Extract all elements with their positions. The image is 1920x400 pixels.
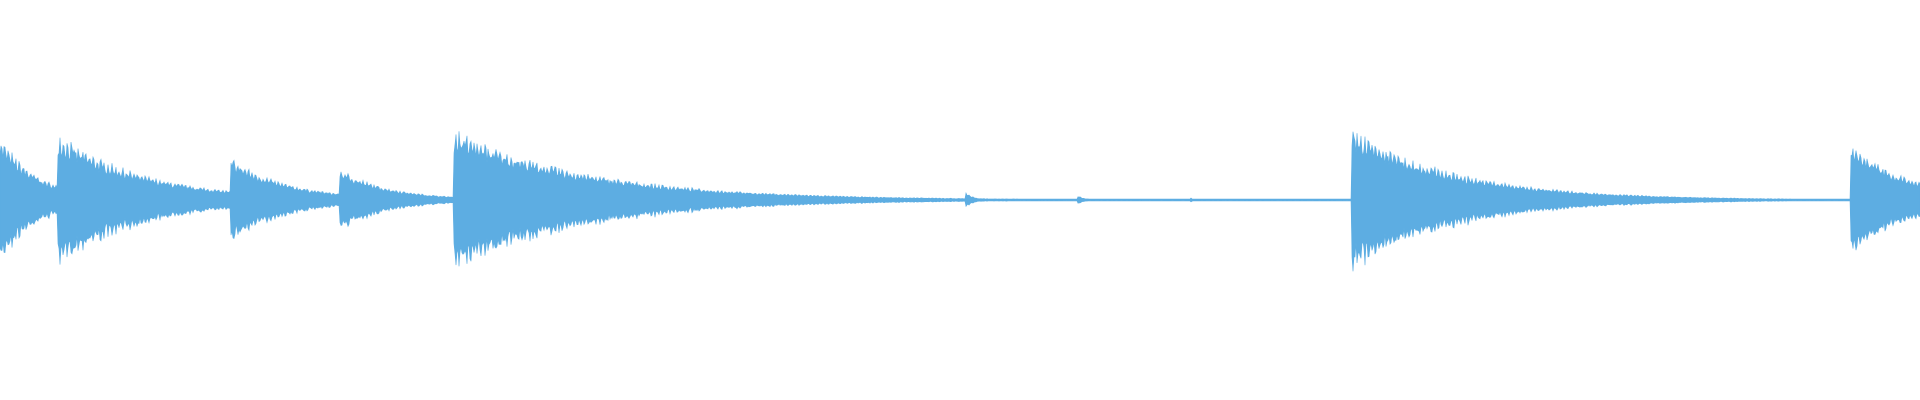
waveform-envelope <box>0 131 1920 272</box>
